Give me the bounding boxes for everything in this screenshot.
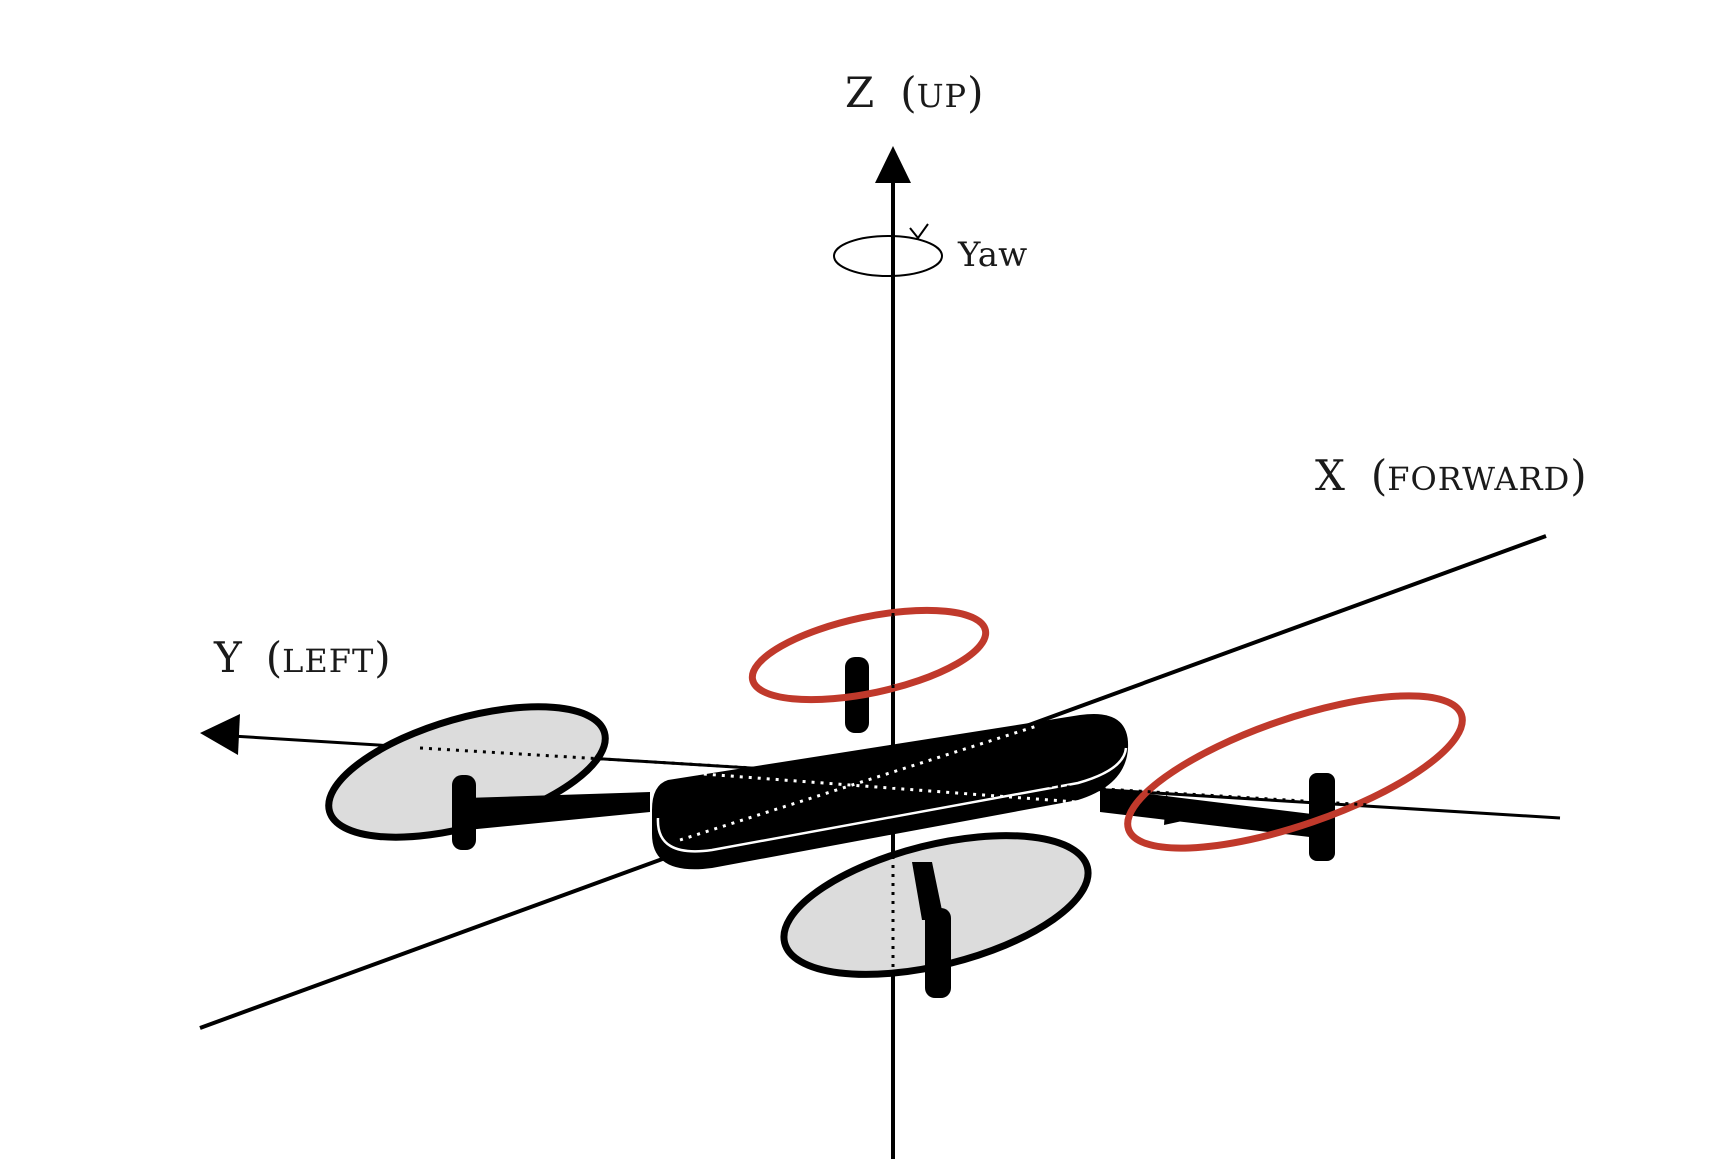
x-body-arrowhead <box>1164 795 1196 825</box>
body-axis-dots <box>419 595 1371 1000</box>
z-arrowhead <box>875 146 911 183</box>
z-axis-label: Z(UP) <box>845 68 983 117</box>
y-axis-label: Y(LEFT) <box>213 633 391 682</box>
drone-body <box>652 713 1129 870</box>
drone-arms <box>465 788 1320 838</box>
yaw-label: Yaw <box>957 235 1027 275</box>
rear-rotor <box>748 606 990 733</box>
left-rotor <box>325 703 609 850</box>
yaw-rotation-icon <box>833 223 943 277</box>
y-arrowhead <box>200 714 240 755</box>
front-rotor-gray <box>780 832 1092 998</box>
x-axis-label: X(FORWARD) <box>1315 451 1587 500</box>
z-axis <box>875 146 911 1159</box>
right-rotor <box>1124 692 1466 861</box>
